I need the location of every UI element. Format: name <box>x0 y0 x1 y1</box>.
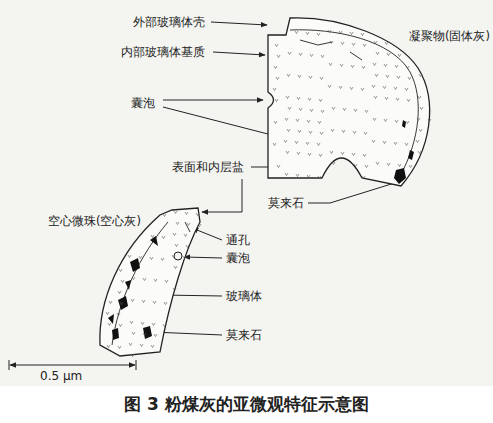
part-label: 莫来石 <box>268 196 304 210</box>
part-label: 玻璃体 <box>226 289 262 303</box>
part-label: 表面和内层盐 <box>172 160 244 174</box>
part-label: 莫来石 <box>226 328 262 342</box>
particle-shape: 空心微珠(空心灰) <box>40 200 205 360</box>
part-label: 外部玻璃体壳 <box>133 15 205 29</box>
figure-caption: 图 3 粉煤灰的亚微观特征示意图 <box>0 393 493 416</box>
part-label: 通孔 <box>226 233 250 247</box>
particle-name: 凝聚物(固体灰) <box>409 29 490 44</box>
part-label: 囊泡 <box>131 96 155 110</box>
particle-name: 空心微珠(空心灰) <box>48 214 141 229</box>
particle-shape: 凝聚物(固体灰) <box>262 8 490 200</box>
part-label: 囊泡 <box>226 251 250 265</box>
part-label: 内部玻璃体基质 <box>121 45 205 59</box>
scale-label: 0.5 μm <box>40 369 82 383</box>
